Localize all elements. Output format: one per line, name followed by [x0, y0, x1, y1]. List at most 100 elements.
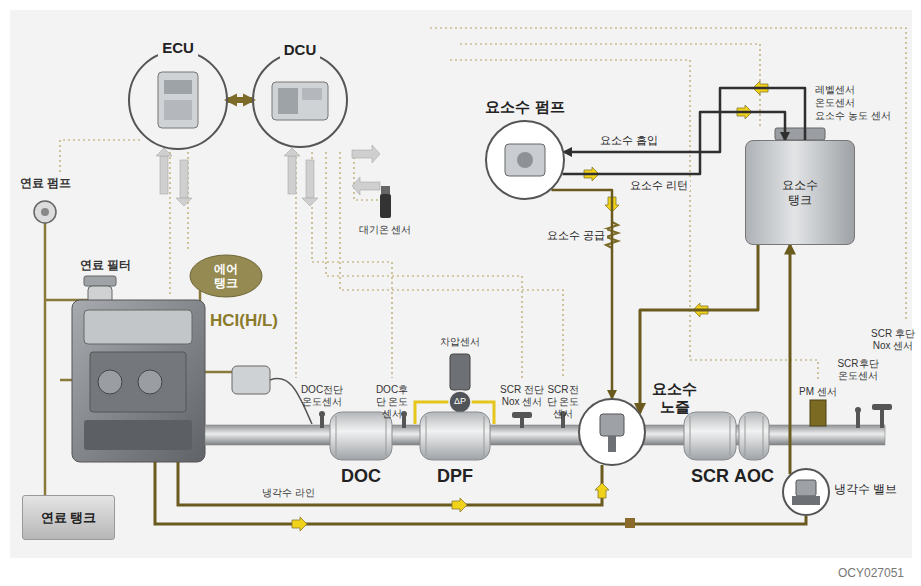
- label-holder: 연료 필터: [80, 258, 131, 272]
- fuel-pump-part: [41, 208, 49, 216]
- sensor-label: 요소수 농도 센서: [815, 110, 891, 121]
- sensor-label: PM 센서: [799, 386, 837, 397]
- label-holder: 연료 펌프: [20, 176, 71, 190]
- signal-wires-part: [60, 140, 140, 172]
- urea-pump-outline: [485, 120, 565, 200]
- ecu-unit-outline: [128, 50, 228, 150]
- text-holder: AOC: [709, 466, 799, 488]
- edge-label: 요소수 리턴: [628, 179, 690, 191]
- label-holder: OCY027051: [838, 566, 904, 580]
- text-holder: 요소수 탱크: [746, 141, 854, 244]
- flow-arrows: [292, 81, 768, 531]
- signal-arrows-part: [306, 160, 314, 198]
- ecu-unit-art: [158, 72, 198, 128]
- scr-catalyst-art: [684, 412, 736, 460]
- dcu-unit-art: [272, 82, 328, 120]
- label-holder: 온도센서: [815, 97, 855, 109]
- aoc-catalyst-art: [745, 416, 746, 456]
- edge-label-holder: 요소수 공급: [545, 229, 607, 242]
- edge-label-holder: 요소수 흡입: [598, 134, 660, 147]
- text-holder: ECU: [108, 39, 248, 57]
- text-holder: 냉각수 밸브: [834, 482, 897, 496]
- label-holder: PM 센서: [796, 386, 840, 398]
- coolant-tee-part: [625, 518, 635, 528]
- node-heading: ECU: [158, 39, 198, 57]
- coolant-valve-outline: [782, 468, 830, 516]
- signal-arrows-part: [302, 198, 318, 206]
- node-heading: DCU: [280, 41, 321, 59]
- signal-wires: [60, 28, 906, 382]
- hci-injector-part: [232, 366, 270, 394]
- urea-pump: 요소수 펌프: [485, 120, 565, 200]
- node-heading: 냉각수 밸브: [834, 482, 897, 496]
- coolant-lines: [155, 462, 806, 524]
- label-holder: 레벨센서: [815, 84, 855, 96]
- hci-injector: [232, 366, 312, 424]
- fuel-pump-part: [34, 201, 56, 223]
- tank-cap: [775, 128, 825, 140]
- dpf-filter: DPF: [420, 412, 490, 460]
- signal-arrows-part: [352, 145, 380, 163]
- signal-arrows-part: [288, 156, 296, 194]
- label-holder: ΔP: [450, 396, 470, 407]
- fuel-tank: 연료 탱크: [22, 495, 115, 540]
- part-label: 연료 필터: [80, 258, 131, 272]
- sensor-label: SCR후단 온도센서: [837, 358, 878, 381]
- connector-line: [228, 97, 252, 103]
- sensor-label: DOC후단 온도센서: [376, 384, 409, 419]
- label-holder: 대기온 센서: [350, 224, 420, 236]
- sensor-label: SCR전단 온도센서: [547, 384, 580, 419]
- dcu-unit-outline: [252, 52, 348, 148]
- ecu-unit-art: [164, 100, 192, 120]
- coolant-valve: 냉각수 밸브: [782, 468, 830, 516]
- coolant-valve-art: [796, 480, 816, 496]
- signal-arrows-part: [284, 148, 300, 156]
- flow-arrows-part: [452, 498, 467, 512]
- signal-arrows-part: [352, 177, 380, 195]
- pm-sensor-part: [810, 400, 826, 426]
- coolant-valve-art: [792, 496, 820, 505]
- ambient-sensor: [380, 186, 391, 218]
- fuel-lines-part: [60, 379, 72, 382]
- doc-catalyst-art: [330, 412, 392, 460]
- label-holder: SCR후단 온도센서: [836, 358, 880, 382]
- symbol-label: ΔP: [454, 396, 466, 406]
- doc-catalyst-outline: [330, 412, 392, 460]
- dpf-filter-art: [426, 416, 427, 456]
- exhaust-pipe-part: [205, 425, 885, 445]
- pressure-sensor-part: [450, 354, 470, 390]
- fuel-lines-part: [44, 223, 47, 495]
- text-holder: DPF: [390, 466, 520, 488]
- text-holder: 에어 탱크: [190, 255, 262, 297]
- scr-catalyst: SCR: [684, 412, 736, 460]
- label-holder: SCR전단 온도센서: [543, 384, 583, 420]
- node-text: 연료 탱크: [41, 510, 97, 526]
- signal-arrows-part: [176, 198, 192, 206]
- engine-part: [90, 352, 186, 412]
- pm-sensor: [810, 400, 826, 426]
- label-holder: HCI(H/L): [210, 311, 278, 331]
- node-heading: DOC: [300, 466, 422, 488]
- engine-part: [138, 370, 162, 394]
- part-label: 연료 펌프: [20, 176, 71, 190]
- text-holder: DCU: [232, 41, 368, 59]
- ecu-unit: ECU: [128, 50, 228, 150]
- signal-wires-part: [169, 152, 170, 296]
- node-heading: 요소수 노즐: [650, 380, 700, 416]
- urea-pump-art: [486, 121, 564, 199]
- aoc-catalyst: AOC: [739, 412, 769, 460]
- connector-line: [789, 245, 792, 474]
- sensor-probes-part: [520, 416, 524, 428]
- label-holder: SCR 후단 Nox 센서: [871, 328, 915, 352]
- aoc-catalyst-outline: [739, 412, 769, 460]
- dpf-filter-art: [484, 416, 485, 456]
- sensor-probes-part: [856, 410, 860, 428]
- sensor-label: 대기온 센서: [359, 224, 412, 235]
- engine-part: [98, 370, 122, 394]
- dcu-unit-art: [302, 88, 322, 100]
- tank-cap-part: [775, 128, 825, 140]
